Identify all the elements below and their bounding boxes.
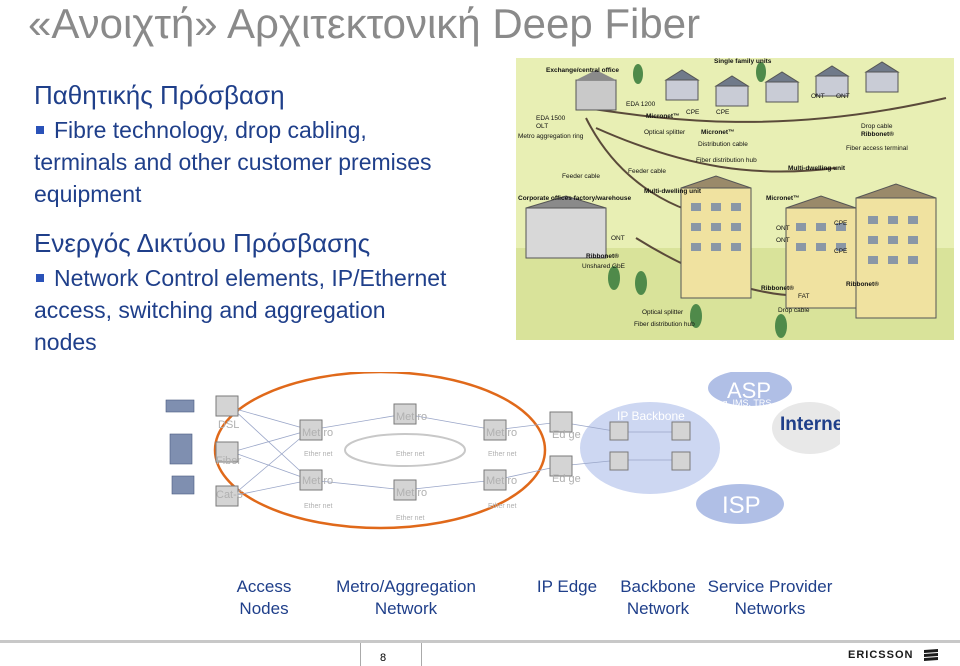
fiber-label: Fiber [216, 455, 241, 467]
svg-text:CPE: CPE [834, 220, 848, 227]
svg-text:CPE: CPE [686, 109, 700, 116]
metro-node-label: Met ro [396, 487, 427, 499]
svg-text:ONT: ONT [776, 237, 790, 244]
svg-text:Multi-dwelling unit: Multi-dwelling unit [644, 188, 702, 195]
edge-node-label: Ed ge [552, 429, 581, 441]
deep-fiber-illustration: Exchange/central office Single family un… [516, 58, 954, 340]
passive-heading: Παθητικής Πρόσβαση [34, 80, 285, 110]
layer-label-service-provider: Service Provider Networks [707, 577, 833, 618]
svg-text:FAT: FAT [798, 293, 809, 300]
active-bullet: Network Control elements, IP/Ethernet ac… [34, 265, 447, 355]
office-building-icon [165, 399, 195, 413]
ericsson-logo-icon [923, 649, 938, 662]
svg-text:Micronet™: Micronet™ [646, 113, 680, 120]
isp-cloud [696, 484, 784, 524]
svg-text:EDA 1500: EDA 1500 [536, 115, 566, 122]
bullet-square-icon [36, 125, 44, 134]
svg-text:Micronet™: Micronet™ [766, 195, 800, 202]
svg-text:Feeder cable: Feeder cable [562, 173, 600, 180]
svg-text:Ribbonet®: Ribbonet® [761, 284, 794, 292]
slide-title: «Ανοιχτή» Αρχιτεκτονική Deep Fiber [28, 0, 701, 47]
ethernet-ring [344, 433, 466, 467]
svg-text:Ether net: Ether net [488, 503, 516, 510]
svg-text:Ether net: Ether net [396, 515, 424, 522]
svg-text:Ether net: Ether net [488, 451, 516, 458]
svg-text:Single family units: Single family units [714, 58, 772, 65]
svg-text:Exchange/central office: Exchange/central office [546, 67, 619, 74]
svg-text:Drop cable: Drop cable [778, 307, 810, 314]
house-icon [171, 475, 195, 495]
svg-text:Micronet™: Micronet™ [701, 129, 735, 136]
svg-text:Ribbonet®: Ribbonet® [586, 252, 619, 260]
asp-cloud [708, 372, 792, 406]
page-number: 8 [380, 652, 387, 664]
edge-node-label: Ed ge [552, 473, 581, 485]
asp-sublabel: e.g. IMS, TRS [715, 398, 771, 408]
svg-text:Corporate offices factory/ware: Corporate offices factory/warehouse [518, 195, 631, 202]
svg-text:Fiber access terminal: Fiber access terminal [846, 145, 908, 152]
svg-text:ONT: ONT [811, 93, 825, 100]
svg-text:Distribution cable: Distribution cable [698, 141, 748, 148]
svg-text:Fiber distribution hub: Fiber distribution hub [696, 157, 757, 164]
layer-label-backbone: Backbone Network [620, 577, 696, 618]
ericsson-logo: ERICSSON [848, 649, 940, 662]
svg-text:ONT: ONT [776, 225, 790, 232]
metro-node-label: Met ro [486, 475, 517, 487]
svg-text:Ether net: Ether net [304, 503, 332, 510]
layer-label-ip-edge: IP Edge [536, 577, 598, 596]
svg-text:Ribbonet®: Ribbonet® [846, 280, 879, 288]
internet-cloud [772, 402, 840, 454]
metro-ring [213, 372, 547, 530]
metro-node-label: Met ro [302, 427, 333, 439]
passive-bullet: Fibre technology, drop cabling, terminal… [34, 117, 432, 207]
metro-node-label: Met ro [302, 475, 333, 487]
svg-text:Optical splitter: Optical splitter [644, 129, 686, 136]
internet-label: Internet [780, 414, 840, 435]
svg-text:Multi-dwelling unit: Multi-dwelling unit [788, 165, 846, 172]
svg-text:Ether net: Ether net [396, 451, 424, 458]
layer-labels: Access Nodes Metro/Aggregation Network I… [0, 576, 960, 624]
svg-text:Unshared GbE: Unshared GbE [582, 263, 626, 270]
isp-label: ISP [722, 492, 761, 519]
asp-label: ASP [727, 378, 771, 403]
svg-text:CPE: CPE [716, 109, 730, 116]
apartment-building-icon [169, 433, 193, 465]
bullet-square-icon [36, 273, 44, 282]
svg-text:OLT: OLT [536, 123, 548, 130]
network-diagram: ASP e.g. IMS, TRS ISP Internet IP Backbo… [165, 372, 840, 530]
dsl-label: DSL [218, 419, 239, 431]
page-number-box [360, 643, 422, 666]
svg-text:Drop cable: Drop cable [861, 123, 893, 130]
cat6-label: Cat-6 [216, 489, 243, 501]
layer-label-access: Access Nodes [236, 577, 292, 618]
svg-text:ONT: ONT [836, 93, 850, 100]
svg-text:EDA 1200: EDA 1200 [626, 101, 656, 108]
ip-backbone-label: IP Backbone [617, 409, 685, 423]
active-heading: Ενεργός Δικτύου Πρόσβασης [34, 228, 371, 258]
metro-node-label: Met ro [396, 411, 427, 423]
svg-text:Feeder cable: Feeder cable [628, 168, 666, 175]
layer-label-metro: Metro/Aggregation Network [336, 577, 476, 618]
svg-text:CPE: CPE [834, 248, 848, 255]
svg-text:Optical splitter: Optical splitter [642, 309, 684, 316]
svg-text:Ribbonet®: Ribbonet® [861, 130, 894, 138]
svg-text:Fiber distribution hub: Fiber distribution hub [634, 321, 695, 328]
svg-text:Metro aggregation ring: Metro aggregation ring [518, 133, 584, 140]
metro-node-label: Met ro [486, 427, 517, 439]
svg-text:ONT: ONT [611, 235, 625, 242]
svg-text:Ether net: Ether net [304, 451, 332, 458]
footer-divider [0, 640, 960, 643]
